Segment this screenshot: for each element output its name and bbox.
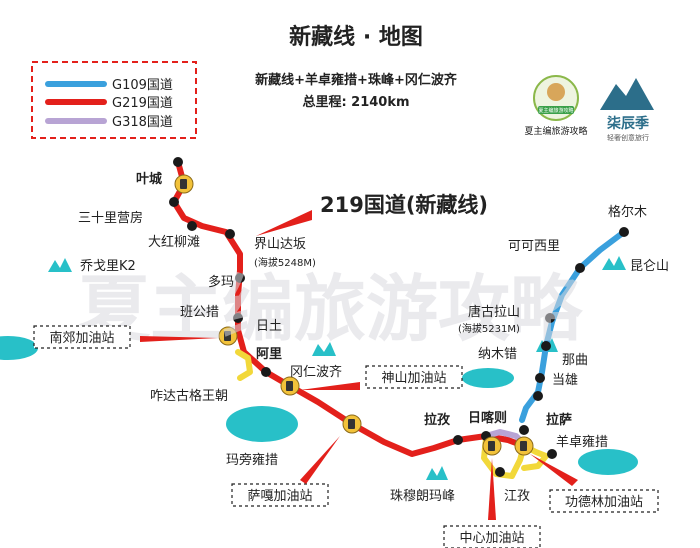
place-yecheng: 叶城 [136, 171, 162, 187]
logo-ribbon [538, 106, 574, 114]
brand-logo-left: 夏主编旅游攻略 夏主编旅游攻略 [524, 75, 588, 137]
route-g109 [519, 229, 627, 423]
lake-namucuo [462, 368, 514, 388]
stop-dots [169, 157, 629, 477]
place-qiaoge: 乔戈里K2 [80, 259, 136, 274]
place-ritu: 日土 [256, 319, 282, 334]
fuel-marker-shenshan [280, 376, 300, 396]
stop-dot [225, 229, 235, 239]
stop-dot [233, 313, 243, 323]
place-tanggula: 唐古拉山 [468, 304, 520, 320]
place-kekexili: 可可西里 [508, 239, 560, 254]
place-jieshan-altitude: (海拔5248M) [254, 256, 316, 269]
station-gongdelin: 功德林加油站 [565, 495, 643, 510]
stop-dot [169, 197, 179, 207]
station-box-shenshan [365, 365, 463, 389]
logo-mountain-shape [600, 78, 654, 110]
place-zhumulangma: 珠穆朗玛峰 [390, 489, 455, 504]
place-kunlun: 昆仑山 [630, 259, 669, 274]
fuel-marker-nanjiao [218, 326, 238, 346]
mountain-icon-gangren [312, 342, 336, 356]
stop-dot [533, 391, 543, 401]
place-geermu: 格尔木 [608, 204, 647, 220]
station-box-saga [231, 483, 329, 507]
mountain-icon-zhumulangma [426, 466, 448, 480]
station-arrow-nanjiao [140, 336, 218, 342]
subtitle: 新藏线+羊卓雍措+珠峰+冈仁波齐 [255, 72, 458, 88]
place-mapang: 玛旁雍措 [226, 452, 278, 468]
place-dahong: 大红柳滩 [148, 234, 200, 250]
station-box-gongdelin [549, 489, 659, 513]
place-zhada: 咋达古格王朝 [150, 388, 228, 404]
mountain-icon-kunlun [602, 256, 626, 270]
place-duoma: 多玛 [208, 274, 234, 290]
legend: G109国道 G219国道 G318国道 [31, 61, 197, 139]
place-bangong: 班公措 [180, 305, 219, 320]
legend-label-g109: G109国道 [112, 78, 173, 93]
fuel-marker-zhongxin [482, 436, 502, 456]
station-saga: 萨嘎加油站 [247, 489, 312, 504]
fuel-marker-yecheng [174, 174, 194, 194]
stop-dot [535, 373, 545, 383]
place-dangxiong: 当雄 [552, 373, 578, 388]
total-distance: 总里程: 2140km [302, 94, 409, 110]
place-jieshan: 界山达坂 [254, 237, 306, 252]
place-ali: 阿里 [256, 347, 282, 362]
stop-dot [187, 221, 197, 231]
mountain-icon-qiaoge [48, 258, 72, 272]
stop-dot [453, 435, 463, 445]
stop-dot [495, 467, 505, 477]
place-naqu: 那曲 [562, 353, 588, 368]
stop-dot [519, 425, 529, 435]
station-arrow-saga [300, 436, 340, 484]
stop-dot [575, 263, 585, 273]
logo-left-caption: 夏主编旅游攻略 [524, 125, 587, 137]
place-gangren: 冈仁波齐 [290, 364, 342, 380]
logo-badge-text: 夏主编旅游攻略 [538, 107, 573, 114]
route-219-label: 219国道(新藏线) [320, 193, 488, 217]
place-tanggula-altitude: (海拔5231M) [458, 322, 520, 335]
station-shenshan: 神山加油站 [381, 371, 446, 386]
station-arrow-gongdelin [530, 454, 578, 486]
stop-dot [541, 341, 551, 351]
place-sanshili: 三十里营房 [78, 210, 143, 226]
place-lazi: 拉孜 [424, 412, 451, 428]
mountain-icon-tanggula [536, 338, 558, 352]
place-lasa: 拉萨 [546, 412, 572, 428]
place-rikaze: 日喀则 [468, 410, 507, 426]
stop-dot [173, 157, 183, 167]
place-yangzhuo: 羊卓雍措 [556, 434, 608, 450]
fuel-marker-gongdelin [514, 436, 534, 456]
page-title: 新藏线 · 地图 [289, 24, 423, 50]
stop-dot [619, 227, 629, 237]
stop-dot [261, 367, 271, 377]
station-arrow-shenshan [300, 382, 360, 390]
place-jiangzi: 江孜 [504, 489, 530, 504]
lake-bangong [0, 336, 38, 360]
callout-arrow-219 [256, 210, 312, 236]
stop-dot [545, 313, 555, 323]
station-zhongxin: 中心加油站 [459, 531, 524, 546]
logo-right-name: 柒辰季 [606, 115, 649, 132]
stop-dot [547, 449, 557, 459]
logo-mascot-face [547, 83, 565, 101]
lake-mapang [226, 406, 298, 442]
fuel-marker-saga [342, 414, 362, 434]
station-nanjiao: 南郊加油站 [49, 330, 114, 346]
station-arrow-zhongxin [488, 458, 496, 520]
station-box-nanjiao [33, 325, 131, 349]
brand-logo-right: 柒辰季 轻奢创意旅行 [600, 78, 654, 142]
legend-label-g219: G219国道 [112, 96, 173, 111]
legend-label-g318: G318国道 [112, 115, 173, 130]
lake-yangzhuo [578, 449, 638, 475]
route-yellow-ali [235, 349, 253, 381]
place-namucuo: 纳木错 [478, 347, 517, 362]
stop-dot [235, 273, 245, 283]
station-box-zhongxin [443, 525, 541, 548]
logo-right-tagline: 轻奢创意旅行 [607, 133, 649, 142]
